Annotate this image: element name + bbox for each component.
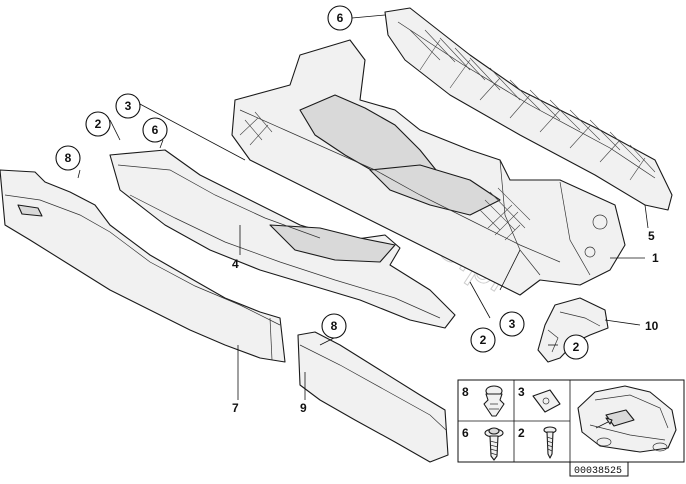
part-number-1: 1 (652, 251, 659, 265)
callout-3-lower: 3 (499, 311, 525, 337)
part-number-7: 7 (232, 401, 239, 415)
svg-text:00038525: 00038525 (574, 466, 622, 477)
car-location-icon (577, 385, 677, 453)
diagram-id: 00038525 (569, 461, 629, 477)
svg-text:3: 3 (125, 99, 132, 113)
svg-text:6: 6 (337, 11, 344, 25)
callout-3-left: 3 (115, 93, 141, 119)
part-number-9: 9 (300, 401, 307, 415)
fastener-legend: 8 3 6 2 (457, 379, 685, 463)
clip-icon (483, 385, 505, 417)
svg-text:2: 2 (573, 340, 580, 354)
svg-text:2: 2 (95, 117, 102, 131)
callout-8-cover: 8 (321, 313, 347, 339)
svg-text:8: 8 (331, 319, 338, 333)
callout-2-left: 2 (85, 111, 111, 137)
washer-screw-icon (484, 427, 504, 461)
callout-2-bracket: 2 (563, 334, 589, 360)
side-panel-part (0, 169, 286, 363)
legend-label-6: 6 (462, 426, 469, 440)
nut-clip-icon (532, 389, 561, 413)
part-number-5: 5 (648, 229, 655, 243)
part-number-10: 10 (645, 319, 659, 333)
side-rail-part (384, 7, 673, 211)
leader-lines (77, 14, 649, 400)
svg-text:8: 8 (65, 151, 72, 165)
legend-label-2: 2 (518, 426, 525, 440)
legend-label-8: 8 (462, 385, 469, 399)
part-number-4: 4 (232, 257, 239, 271)
callout-6-left: 6 (142, 117, 168, 143)
callout-2-lower: 2 (470, 327, 496, 353)
trim-panel-part (109, 149, 456, 329)
callout-8-left: 8 (55, 145, 81, 171)
svg-text:6: 6 (152, 123, 159, 137)
console-frame-part (231, 39, 626, 296)
callout-6-top: 6 (327, 5, 353, 31)
screw-icon (543, 426, 557, 459)
svg-text:2: 2 (480, 333, 487, 347)
svg-text:3: 3 (509, 317, 516, 331)
legend-label-3: 3 (518, 385, 525, 399)
cover-panel-part (297, 331, 449, 463)
